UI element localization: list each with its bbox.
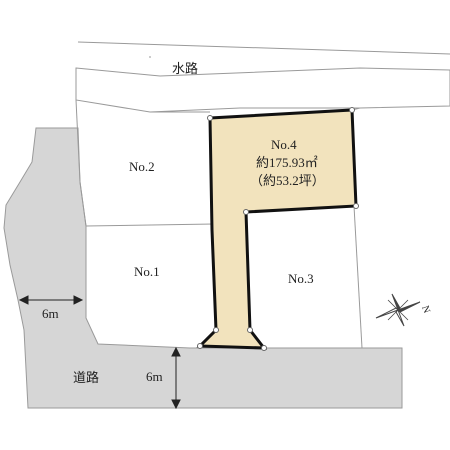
boundary-point-icon <box>353 203 359 209</box>
road-label: 道路 <box>73 370 99 385</box>
lot-boundary-no3-right <box>353 205 363 349</box>
waterway-label: 水路 <box>172 61 198 76</box>
lot-3-label: No.3 <box>288 271 314 286</box>
boundary-point-icon <box>197 343 203 349</box>
waterway-top-edge <box>77 41 450 55</box>
compass-north-letter: N <box>419 304 432 315</box>
road-width-dimension-side <box>18 295 84 305</box>
lot-boundary <box>75 99 81 183</box>
lot-2-label: No.2 <box>129 159 155 174</box>
lot-4-label: No.4 <box>271 137 297 152</box>
boundary-point-icon <box>243 209 249 215</box>
boundary-point-icon <box>261 345 267 351</box>
road-width-dimension-front <box>171 346 181 410</box>
boundary-point-icon <box>213 327 219 333</box>
north-arrow-compass-icon: N <box>375 293 432 327</box>
lot-4-boundary[interactable] <box>196 108 358 350</box>
lot-1-label: No.1 <box>134 264 160 279</box>
lot-4-area: 約175.93㎡ <box>256 155 318 170</box>
road-width-front-label: 6m <box>146 369 163 384</box>
road-width-side-label: 6m <box>42 306 59 321</box>
lot-4-tsubo: （約53.2坪） <box>250 173 325 188</box>
boundary-point-icon <box>349 107 355 113</box>
waterway-band <box>75 67 450 113</box>
lot-boundary-no2-no1 <box>85 223 215 227</box>
boundary-point-icon <box>207 115 213 121</box>
boundary-points <box>197 107 359 351</box>
lot-boundary <box>79 181 87 227</box>
boundary-point-icon <box>247 327 253 333</box>
